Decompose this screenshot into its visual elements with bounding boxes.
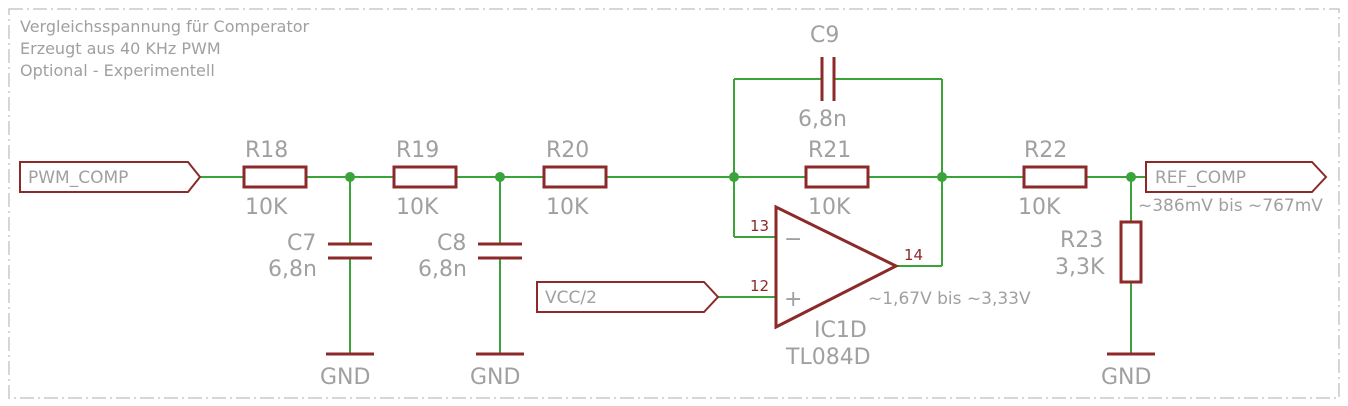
net-label-pwm-comp[interactable]: PWM_COMP	[19, 161, 202, 193]
capacitor-c9[interactable]: C9 6,8n	[798, 23, 847, 132]
capacitor-c8[interactable]: C8 6,8n	[418, 231, 522, 282]
opamp-plus-sign: +	[784, 287, 802, 312]
junction-c8	[495, 172, 505, 182]
ground-r23-label: GND	[1101, 365, 1151, 390]
opamp-minus-sign: −	[784, 227, 802, 252]
ref-voltage-range: ~386mV bis ~767mV	[1138, 196, 1323, 216]
junction-c7	[345, 172, 355, 182]
junction-out	[937, 172, 947, 182]
opamp-pin-12: 12	[750, 277, 769, 295]
ground-r23: GND	[1101, 352, 1155, 390]
resistor-r21-value: 10K	[808, 195, 851, 220]
resistor-r23-name: R23	[1060, 228, 1103, 253]
net-label-vcc2-text: VCC/2	[545, 288, 597, 308]
resistor-r20-value: 10K	[546, 195, 589, 220]
resistor-r20[interactable]: R20 10K	[542, 138, 608, 220]
resistor-r18[interactable]: R18 10K	[242, 138, 308, 220]
capacitor-c7-name: C7	[287, 231, 316, 256]
opamp-pin-14: 14	[904, 246, 923, 264]
resistor-r18-value: 10K	[245, 195, 288, 220]
note-line-2: Erzeugt aus 40 KHz PWM	[20, 39, 221, 58]
net-label-vcc2[interactable]: VCC/2	[536, 281, 720, 313]
opamp-part: TL084D	[785, 345, 871, 370]
ground-c8: GND	[470, 352, 524, 390]
junction-inv	[729, 172, 739, 182]
capacitor-c9-value: 6,8n	[798, 107, 847, 132]
capacitor-c9-name: C9	[810, 23, 839, 48]
ground-c7-label: GND	[320, 365, 370, 390]
resistor-r22[interactable]: R22 10K	[1018, 138, 1088, 220]
opamp-output-range: ~1,67V bis ~3,33V	[868, 289, 1031, 309]
resistor-r19-name: R19	[396, 138, 439, 163]
opamp-ic1d[interactable]: − + 13 12 14 IC1D TL084D	[750, 204, 923, 370]
drawing-frame	[8, 8, 1340, 399]
ground-c8-label: GND	[470, 365, 520, 390]
resistor-r23-value: 3,3K	[1055, 255, 1105, 280]
resistor-r22-value: 10K	[1018, 195, 1061, 220]
resistor-r21[interactable]: R21 10K	[804, 138, 870, 220]
note-line-1: Vergleichsspannung für Comperator	[20, 17, 310, 36]
resistor-r21-name: R21	[808, 138, 851, 163]
resistor-r23[interactable]: R23 3,3K	[1055, 220, 1143, 284]
net-label-ref-comp[interactable]: REF_COMP	[1145, 161, 1328, 193]
ground-c7: GND	[320, 352, 374, 390]
resistor-r19-value: 10K	[396, 195, 439, 220]
opamp-pin-13: 13	[750, 217, 769, 235]
capacitor-c8-value: 6,8n	[418, 257, 467, 282]
resistor-r19[interactable]: R19 10K	[392, 138, 458, 220]
net-label-ref-comp-text: REF_COMP	[1155, 168, 1246, 188]
resistor-r22-name: R22	[1024, 138, 1067, 163]
capacitor-c7-value: 6,8n	[268, 257, 317, 282]
junction-ref	[1126, 172, 1136, 182]
net-label-pwm-comp-text: PWM_COMP	[28, 168, 128, 188]
resistor-r18-name: R18	[245, 138, 288, 163]
capacitor-c8-name: C8	[437, 231, 466, 256]
opamp-name: IC1D	[814, 318, 867, 343]
resistor-r20-name: R20	[546, 138, 589, 163]
note-line-3: Optional - Experimentell	[20, 61, 215, 80]
wires	[200, 78, 1146, 354]
capacitor-c7[interactable]: C7 6,8n	[268, 231, 372, 282]
